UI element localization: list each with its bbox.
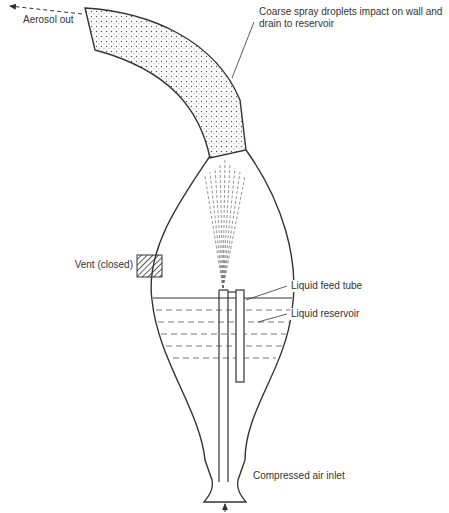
air-arrow bbox=[225, 504, 226, 512]
body-wall bbox=[151, 150, 294, 480]
reservoir-label: Liquid reservoir bbox=[290, 308, 360, 320]
liquid-surface bbox=[153, 298, 292, 299]
liquid-dashes bbox=[156, 310, 291, 358]
leader-lines bbox=[232, 22, 287, 322]
aerosol-arrow bbox=[10, 6, 82, 14]
outlet-tube bbox=[85, 8, 246, 158]
aerosol-label: Aerosol out bbox=[22, 14, 75, 26]
vent-plug bbox=[137, 255, 162, 277]
spray-label: Coarse spray droplets impact on wall and… bbox=[258, 6, 445, 30]
air-inlet-label: Compressed air inlet bbox=[252, 470, 346, 482]
nozzle bbox=[219, 290, 244, 482]
vent-label: Vent (closed) bbox=[74, 259, 134, 271]
air-inlet bbox=[204, 480, 246, 502]
spray-jets bbox=[205, 160, 245, 288]
feed-tube-label: Liquid feed tube bbox=[290, 280, 363, 292]
